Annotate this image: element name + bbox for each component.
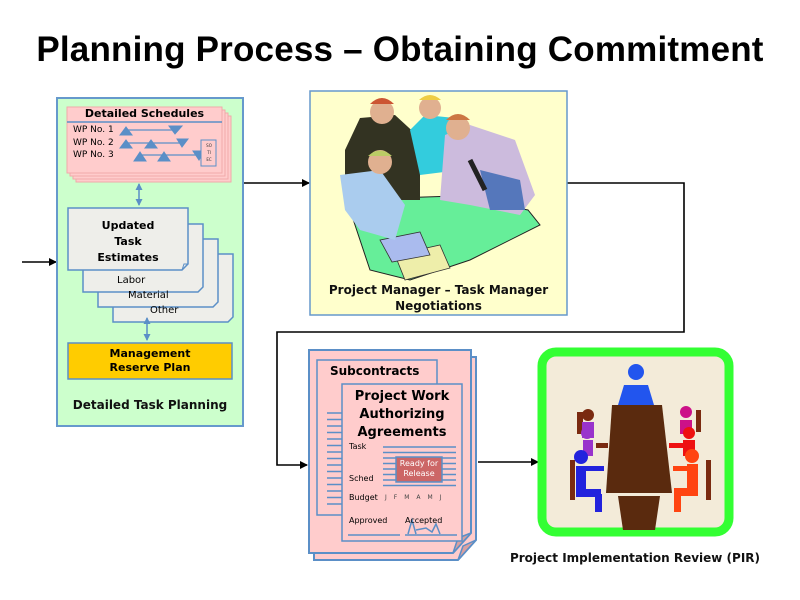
detailed-task-planning-caption: Detailed Task Planning	[72, 398, 228, 412]
reserve-plan-line: Reserve Plan	[109, 361, 191, 374]
field-budget: Budget	[349, 493, 378, 502]
review-panel	[537, 347, 734, 537]
negotiation-illustration	[340, 95, 541, 281]
reserve-plan-label: Management Reserve Plan	[68, 347, 232, 375]
schedule-row: WP No. 2	[73, 138, 114, 148]
agreements-title: Project Work Authorizing Agreements	[342, 388, 462, 442]
agreements-stack	[308, 349, 477, 561]
month-label: M	[427, 494, 433, 501]
estimates-header-line: Updated	[101, 219, 155, 232]
negotiations-panel	[309, 90, 568, 316]
month-label: M	[404, 494, 410, 501]
schedules-header: Detailed Schedules	[84, 107, 205, 120]
subcontracts-title: Subcontracts	[330, 364, 420, 378]
field-approved: Approved	[349, 516, 388, 525]
schedule-row: WP No. 1	[73, 125, 114, 135]
reserve-plan-box	[67, 342, 233, 380]
schedule-row: WP No. 3	[73, 150, 114, 160]
conference-table-illustration	[570, 364, 711, 530]
mini-box-line: EC	[206, 157, 212, 162]
task-estimates-stack	[67, 207, 234, 323]
month-labels: J F M A M J	[385, 494, 442, 501]
month-label: F	[393, 494, 398, 501]
mini-box-line: TI	[207, 150, 211, 155]
stamp-line: Ready for	[399, 459, 439, 468]
review-caption: Project Implementation Review (PIR)	[509, 551, 761, 565]
stamp-line: Release	[403, 469, 435, 478]
agreements-title-line: Agreements	[357, 425, 447, 440]
field-sched: Sched	[349, 474, 374, 483]
month-label: J	[385, 494, 387, 501]
mini-box	[200, 139, 217, 167]
mini-box-text: SO TI EC	[202, 142, 216, 163]
detailed-schedules-stack	[66, 106, 232, 183]
month-label: J	[439, 494, 442, 501]
reserve-plan-line: Management	[109, 347, 191, 360]
agreements-title-line: Project Work	[354, 389, 450, 404]
ready-for-release-stamp	[395, 456, 443, 483]
estimates-header: Updated Task Estimates	[68, 218, 188, 266]
page-title: Planning Process – Obtaining Commitment	[36, 30, 764, 69]
estimates-header-line: Task	[114, 235, 142, 248]
negotiation-to-agreements-connector	[276, 182, 685, 469]
detailed-task-planning-panel	[56, 97, 244, 427]
estimate-layer-material: Material	[128, 290, 169, 301]
estimates-header-line: Estimates	[97, 251, 159, 264]
estimate-layer-labor: Labor	[117, 275, 146, 286]
field-accepted: Accepted	[405, 516, 443, 525]
negotiations-caption: Project Manager – Task Manager Negotiati…	[310, 282, 567, 314]
estimate-layer-other: Other	[150, 305, 179, 316]
negotiations-caption-line: Project Manager – Task Manager	[328, 283, 549, 297]
connectors	[22, 179, 685, 469]
field-task: Task	[349, 442, 367, 451]
signature	[407, 517, 441, 535]
stamp-text: Ready for Release	[396, 459, 442, 479]
month-label: A	[416, 494, 421, 501]
subcontract-lines	[327, 412, 342, 505]
agreements-title-line: Authorizing	[359, 407, 445, 422]
negotiations-caption-line: Negotiations	[395, 299, 482, 313]
mini-box-line: SO	[206, 143, 212, 148]
